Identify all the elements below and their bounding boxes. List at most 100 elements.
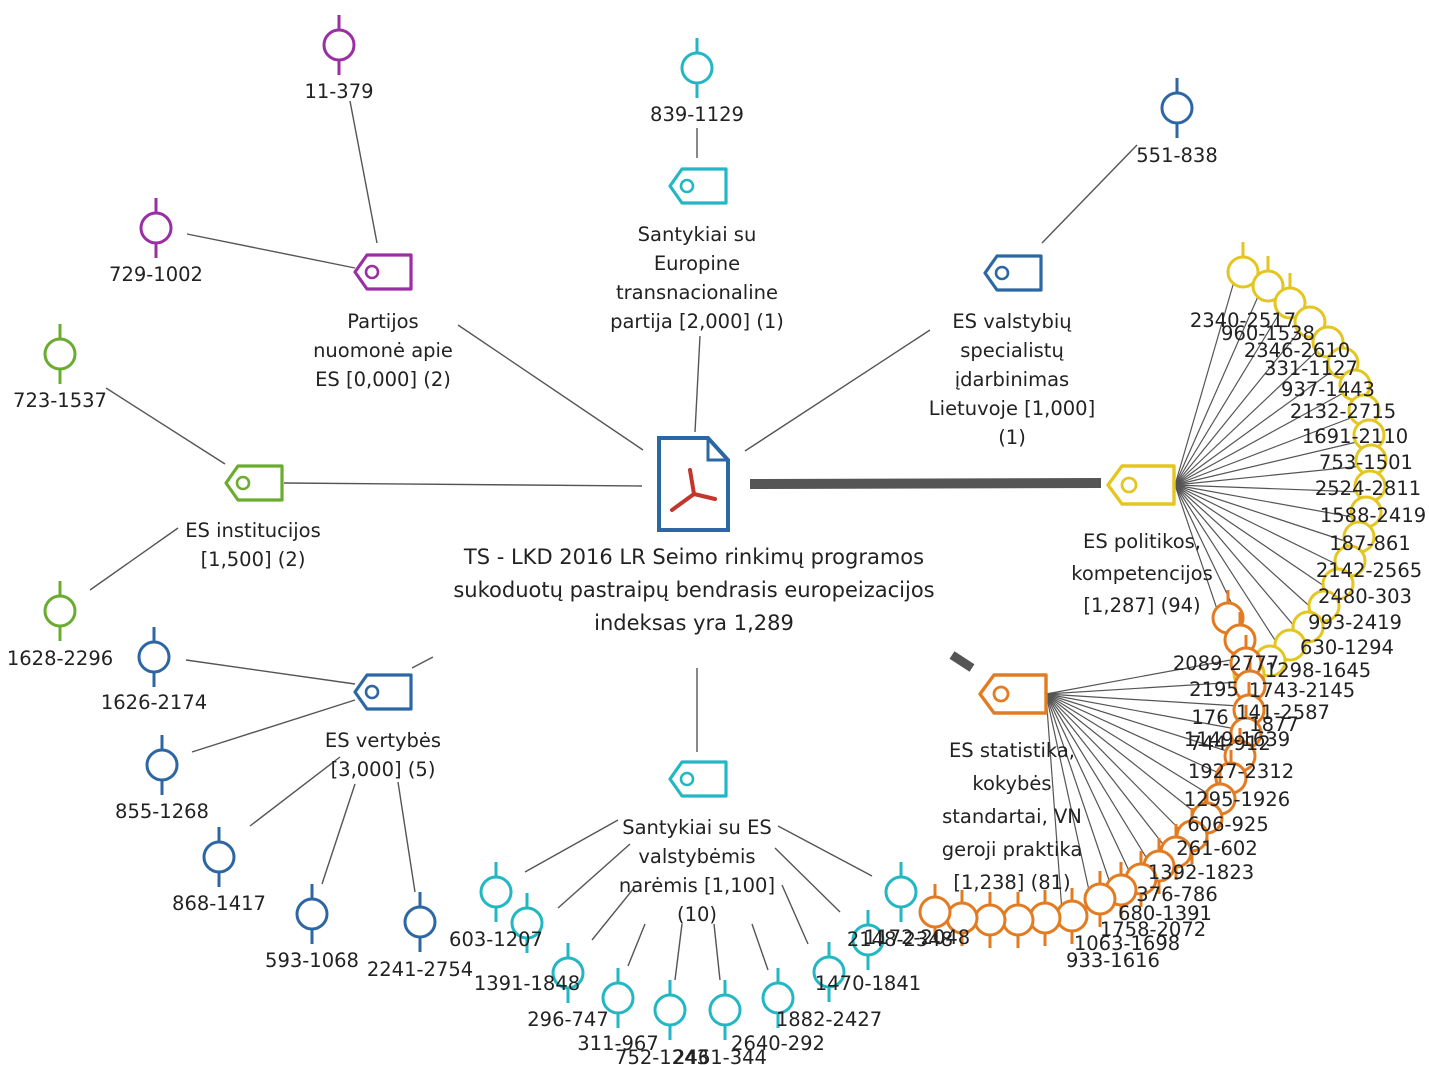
category-statistika-tag-icon[interactable] (978, 673, 1048, 715)
code-label-statistika-7: 1295-1926 (1184, 788, 1290, 811)
category-institucijos-tag-icon[interactable] (224, 464, 284, 502)
code-label-politikos-2: 960-1538 (1221, 322, 1315, 345)
code-pin-santykiai_es-5[interactable] (653, 980, 687, 1040)
code-pin-santykiai_es-8[interactable] (812, 942, 846, 1002)
category-politikos-label-3: [1,287] (94) (1083, 594, 1200, 617)
category-statistika-label-5: [1,238] (81) (953, 871, 1070, 894)
code-label-politikos-9: 2524-2811 (1315, 477, 1421, 500)
code-label-santykiai_es-1: 603-1207 (449, 928, 543, 951)
code-label-politikos-18: 141-2587 (1236, 701, 1330, 724)
code-label-santykiai_es-8: 1882-2427 (776, 1008, 882, 1031)
code-pin-institucijos-1[interactable] (43, 324, 77, 384)
category-statistika-label-2: kokybės (972, 772, 1051, 795)
politikos-code-pin-2[interactable] (1251, 256, 1285, 303)
code-label-politikos-15: 630-1294 (1300, 636, 1394, 659)
code-label-vertybes-3: 868-1417 (172, 892, 266, 915)
code-pin-santykiai_es-2[interactable] (510, 893, 544, 953)
category-santykiai_es-tag-icon[interactable] (668, 760, 728, 798)
code-label-statistika-8: 606-925 (1187, 813, 1268, 836)
category-santykiai_es-label-3: narėmis [1,100] (619, 874, 775, 897)
code-label-statistika-12: 680-1391 (1118, 902, 1212, 925)
code-pin-santykiai_es-9[interactable] (851, 910, 885, 970)
category-europine-label-4: partija [2,000] (1) (610, 310, 784, 333)
code-pin-santykiai_es-10[interactable] (884, 862, 918, 922)
category-europine-label-3: transnacionaline (616, 281, 778, 304)
category-valstybiu-label-5: (1) (998, 426, 1026, 449)
pdf-document-icon[interactable] (657, 436, 730, 532)
code-label-partijos-2: 729-1002 (109, 263, 203, 286)
statistika-code-pin-19[interactable] (1001, 892, 1035, 948)
code-label-statistika-10: 1392-1823 (1148, 861, 1254, 884)
code-pin-santykiai_es-6[interactable] (708, 980, 742, 1040)
code-pin-santykiai_es-1[interactable] (479, 862, 513, 922)
category-partijos-label-2: nuomonė apie (313, 339, 453, 362)
center-node: TS - LKD 2016 LR Seimo rinkimų programos… (453, 436, 935, 635)
code-label-santykiai_es-4: 311-967 (577, 1032, 658, 1055)
code-pin-europine-1[interactable] (680, 38, 714, 98)
code-label-vertybes-4: 593-1068 (265, 949, 359, 972)
code-label-santykiai_es-9: 1470-1841 (815, 972, 921, 995)
code-label-statistika-3: 176 (1191, 706, 1228, 729)
politikos-fan-lines (1174, 277, 1364, 681)
statistika-code-pin-16[interactable] (1083, 871, 1117, 927)
code-label-institucijos-2: 1628-2296 (7, 647, 113, 670)
politikos-code-pin-1[interactable] (1226, 242, 1260, 289)
statistika-code-pin-18[interactable] (1028, 890, 1062, 946)
code-label-santykiai_es-3: 296-747 (527, 1008, 608, 1031)
code-pin-santykiai_es-7[interactable] (761, 968, 795, 1028)
code-label-politikos-7: 1691-2110 (1302, 425, 1408, 448)
statistika-code-pin-20[interactable] (973, 892, 1007, 948)
statistika-code-pin-22[interactable] (918, 884, 952, 940)
code-label-vertybes-1: 1626-2174 (101, 691, 207, 714)
code-label-politikos-11: 187-861 (1329, 532, 1410, 555)
category-partijos-tag-icon[interactable] (353, 253, 413, 291)
code-label-statistika-6: 1927-2312 (1188, 760, 1294, 783)
statistika-code-pin-17[interactable] (1055, 888, 1089, 944)
code-pin-vertybes-4[interactable] (295, 884, 329, 944)
code-label-statistika-9: 261-602 (1176, 837, 1257, 860)
category-statistika-label-3: standartai, VN (942, 805, 1082, 828)
code-label-politikos-5: 937-1443 (1281, 378, 1375, 401)
category-vertybes-label-2: [3,000] (5) (331, 758, 436, 781)
code-pin-institucijos-2[interactable] (43, 581, 77, 641)
code-label-politikos-8: 753-1501 (1319, 451, 1413, 474)
code-label-partijos-1: 11-379 (304, 80, 373, 103)
code-label-statistika-4: 1149-1639 (1184, 728, 1290, 751)
code-label-politikos-19: 1877 (1249, 713, 1299, 736)
code-label-politikos-6: 2132-2715 (1290, 400, 1396, 423)
code-pin-vertybes-5[interactable] (403, 892, 437, 952)
code-label-politikos-13: 2480-303 (1318, 585, 1412, 608)
politikos-code-pin-3[interactable] (1273, 273, 1307, 320)
code-pin-santykiai_es-3[interactable] (551, 943, 585, 1003)
category-partijos-label-1: Partijos (347, 310, 418, 333)
code-pin-valstybiu-1[interactable] (1160, 78, 1194, 138)
category-politikos-label-1: ES politikos, (1083, 530, 1201, 553)
category-politikos-label-2: kompetencijos (1071, 562, 1213, 585)
code-pin-vertybes-1[interactable] (137, 627, 171, 687)
code-label-politikos-14: 993-2419 (1308, 611, 1402, 634)
code-label-santykiai_es-5: 752-1243 (615, 1046, 709, 1065)
code-pin-vertybes-3[interactable] (202, 827, 236, 887)
category-santykiai_es-label-2: valstybėmis (638, 845, 755, 868)
code-pin-partijos-1[interactable] (322, 15, 356, 75)
center-line-3: indeksas yra 1,289 (594, 611, 794, 635)
code-label-politikos-1: 2340-2517 (1190, 309, 1296, 332)
category-europine-tag-icon[interactable] (668, 167, 728, 205)
code-pin-santykiai_es-4[interactable] (601, 968, 635, 1028)
code-label-statistika-2: 2195 (1189, 678, 1239, 701)
code-label-statistika-14: 1063-1698 (1074, 932, 1180, 955)
category-politikos-tag-icon[interactable] (1106, 464, 1176, 506)
code-label-europine-1: 839-1129 (650, 103, 744, 126)
code-label-statistika-15: 933-1616 (1066, 949, 1160, 972)
code-label-vertybes-2: 855-1268 (115, 800, 209, 823)
code-pin-partijos-2[interactable] (139, 198, 173, 258)
code-label-statistika-5: 744-912 (1189, 732, 1270, 755)
category-vertybes-tag-icon[interactable] (353, 673, 413, 711)
category-santykiai_es-label-1: Santykiai su ES (622, 816, 772, 839)
code-label-statistika-16: 1172-2048 (864, 926, 970, 949)
code-pin-vertybes-2[interactable] (145, 735, 179, 795)
code-label-politikos-12: 2142-2565 (1316, 559, 1422, 582)
category-valstybiu-tag-icon[interactable] (983, 254, 1043, 292)
node-layer (43, 15, 1388, 1040)
category-statistika-label-1: ES statistika, (949, 739, 1075, 762)
